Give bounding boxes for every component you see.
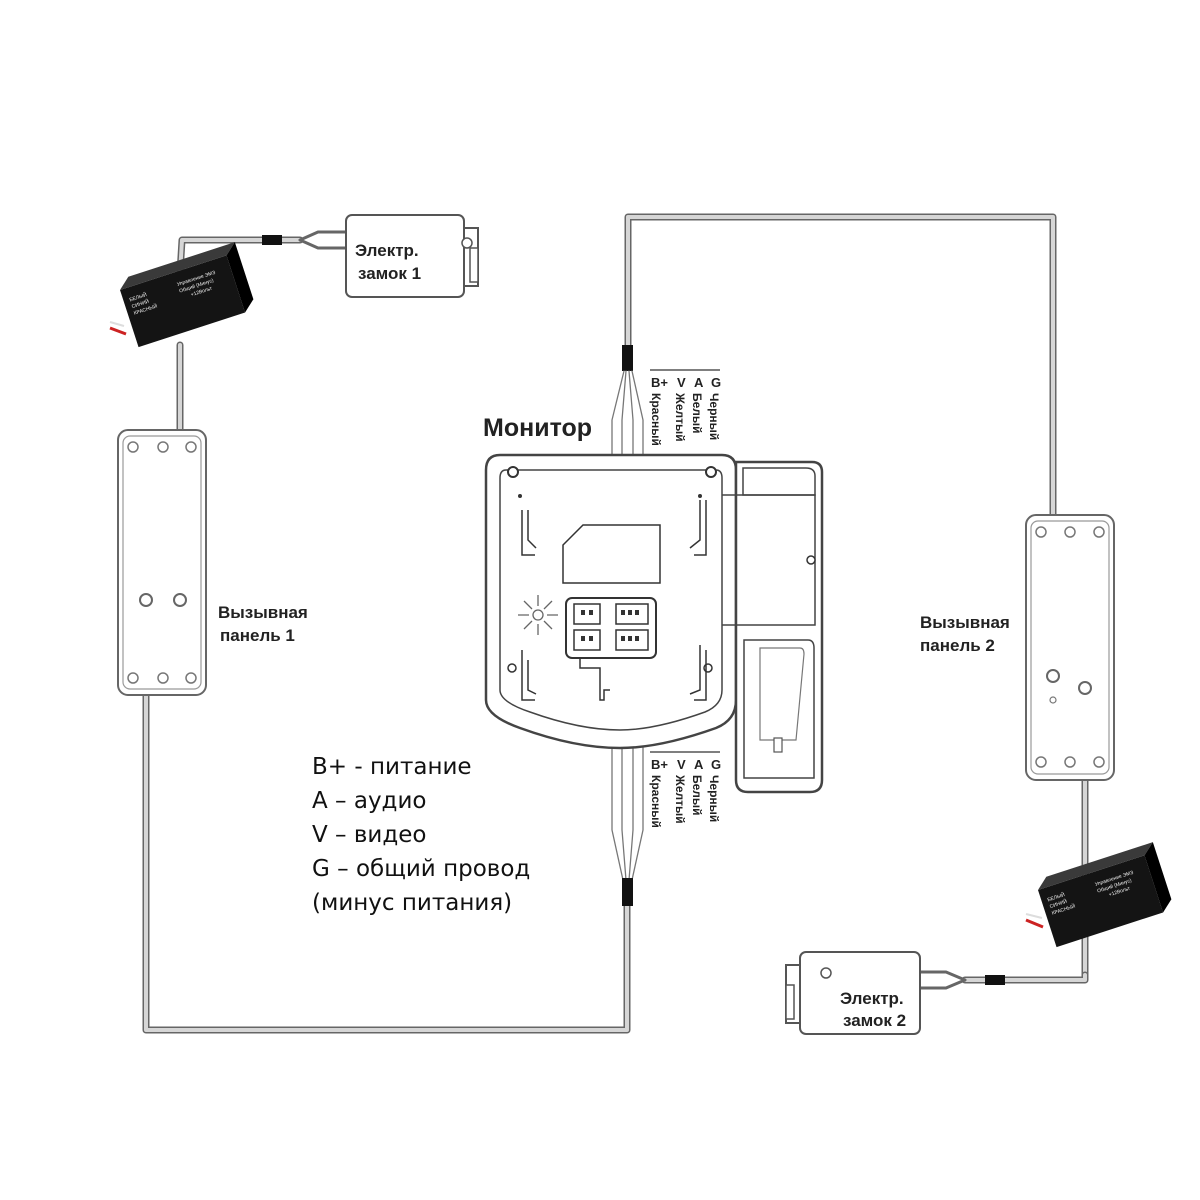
connector-labels-bottom: B+ V A G Красный Желтый Белый Черный bbox=[649, 751, 721, 828]
color-bottom-red: Красный bbox=[649, 775, 663, 828]
call-panel-2: Вызывная панель 2 bbox=[920, 514, 1115, 781]
panel-2-label-line1: Вызывная bbox=[920, 613, 1010, 632]
relay-1-red-lead bbox=[109, 326, 127, 336]
monitor-handset-cradle bbox=[722, 460, 824, 794]
lock-1-label-line1: Электр. bbox=[355, 241, 419, 260]
pin-top-g: G bbox=[711, 375, 721, 390]
pin-legend: B+ - питание A – аудио V – видео G – общ… bbox=[312, 750, 530, 920]
monitor-label-plate bbox=[562, 524, 661, 584]
connector-labels-top: B+ V A G Красный Желтый Белый Черный bbox=[649, 369, 721, 446]
pin-bottom-v: V bbox=[677, 757, 686, 772]
cable-sleeve bbox=[985, 975, 1005, 985]
pin-bottom-a: A bbox=[694, 757, 704, 772]
color-top-yellow: Желтый bbox=[673, 392, 687, 442]
color-top-black: Черный bbox=[707, 393, 721, 440]
electric-lock-2: Электр. замок 2 bbox=[785, 951, 921, 1035]
relay-box-1: БЕЛЫЙ СИНИЙ КРАСНЫЙ Управление ЭМЗ Общий… bbox=[109, 242, 254, 348]
lock-1-label-line2: замок 1 bbox=[358, 264, 421, 283]
panel-1-label-line2: панель 1 bbox=[220, 626, 295, 645]
color-bottom-white: Белый bbox=[690, 775, 704, 816]
legend-line-audio: A – аудио bbox=[312, 788, 427, 814]
speaker-icon bbox=[518, 595, 558, 635]
relay-box-2: БЕЛЫЙ СИНИЙ КРАСНЫЙ Управление ЭМЗ Общий… bbox=[1025, 842, 1172, 948]
pin-bottom-g: G bbox=[711, 757, 721, 772]
panel-2-label-line2: панель 2 bbox=[920, 636, 995, 655]
electric-lock-1: Электр. замок 1 bbox=[345, 214, 479, 298]
legend-line-ground: G – общий провод bbox=[312, 856, 531, 882]
pin-top-v: V bbox=[677, 375, 686, 390]
color-top-white: Белый bbox=[690, 393, 704, 434]
legend-line-ground-note: (минус питания) bbox=[312, 890, 513, 916]
relay-2-red-lead bbox=[1025, 918, 1044, 929]
lock-2-label-line1: Электр. bbox=[840, 989, 904, 1008]
legend-line-power: B+ - питание bbox=[312, 754, 472, 780]
lock-2-label-line2: замок 2 bbox=[843, 1011, 906, 1030]
cable-sleeve bbox=[262, 235, 282, 245]
pin-top-bplus: B+ bbox=[651, 375, 668, 390]
monitor: Монитор bbox=[483, 414, 824, 794]
cable-panel1-monitor bbox=[142, 596, 631, 1034]
cable-monitor-panel2 bbox=[624, 213, 1057, 679]
monitor-title: Монитор bbox=[483, 414, 592, 442]
legend-line-video: V – видео bbox=[312, 822, 427, 848]
cable-relay2-lock2 bbox=[918, 970, 1089, 990]
color-bottom-yellow: Желтый bbox=[673, 774, 687, 824]
pin-top-a: A bbox=[694, 375, 704, 390]
wire-bundle-bottom bbox=[611, 734, 644, 906]
call-panel-1: Вызывная панель 1 bbox=[117, 429, 308, 696]
monitor-connector-block bbox=[565, 597, 657, 701]
panel-1-label-line1: Вызывная bbox=[218, 603, 308, 622]
pin-bottom-bplus: B+ bbox=[651, 757, 668, 772]
color-bottom-black: Черный bbox=[707, 775, 721, 822]
color-top-red: Красный bbox=[649, 393, 663, 446]
